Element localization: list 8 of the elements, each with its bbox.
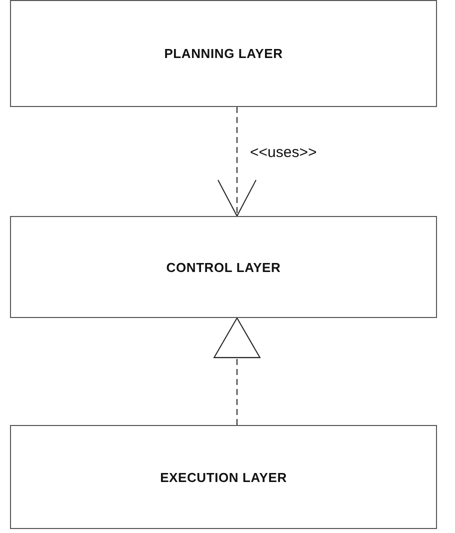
layer-box — [10, 0, 437, 107]
layer-title: EXECUTION LAYER — [160, 470, 287, 484]
layer-title: PLANNING LAYER — [164, 46, 283, 61]
dashed-arrow — [218, 106, 256, 216]
layer-box — [10, 425, 437, 529]
layer-box — [10, 216, 437, 318]
dashed-arrow — [214, 317, 260, 426]
layer-title: CONTROL LAYER — [166, 260, 281, 274]
